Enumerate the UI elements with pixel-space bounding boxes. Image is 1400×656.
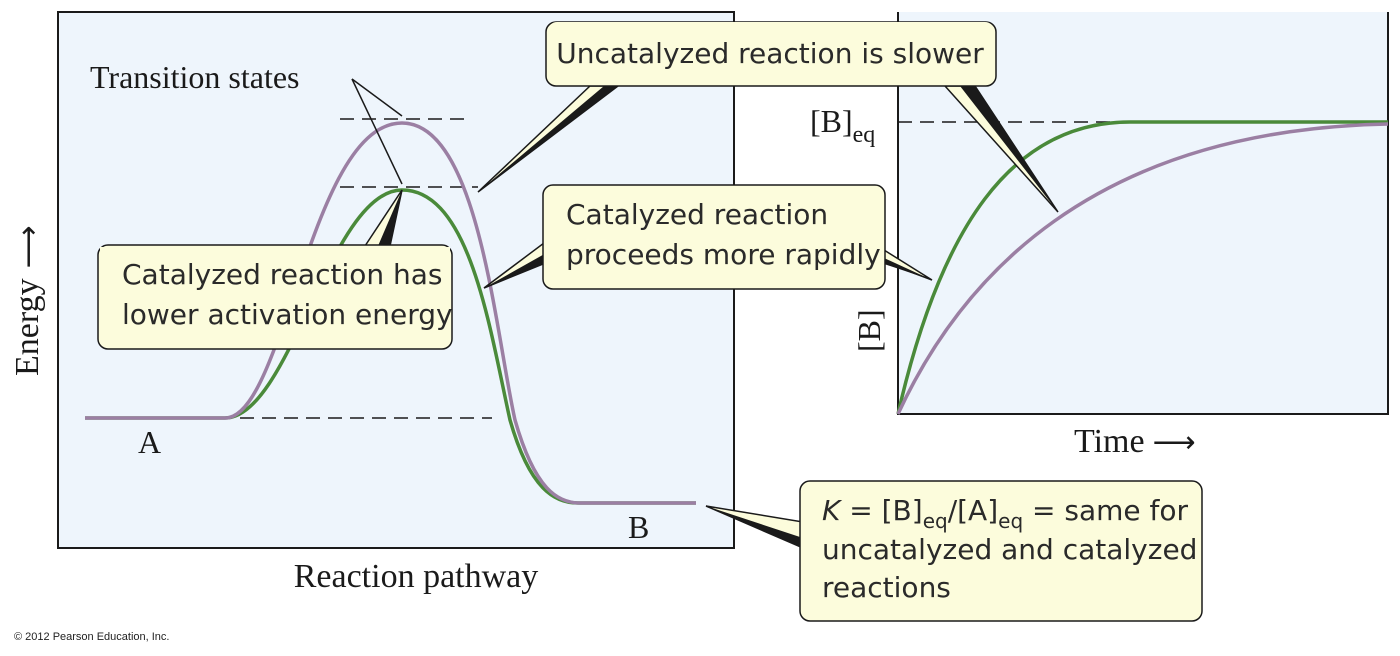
k-eq-sub1: eq <box>923 509 948 533</box>
k-eq-rest: = same for <box>1023 494 1188 527</box>
callout-catalyzed-rapid: Catalyzed reaction proceeds more rapidly <box>483 184 933 290</box>
b-eq-label: [B]eq <box>810 103 875 148</box>
callout-equilibrium-constant: K = [B]eq/[A]eq = same for uncatalyzed a… <box>705 480 1203 622</box>
k-eq-b: = [B] <box>840 494 922 527</box>
reactant-label-a: A <box>138 424 161 460</box>
time-axis-arrow: ⟶ <box>1153 425 1196 460</box>
k-eq-sub2: eq <box>998 509 1023 533</box>
b-axis-label-group: [B] <box>851 309 887 352</box>
callout-lower-activation: Catalyzed reaction has lower activation … <box>97 189 453 350</box>
energy-axis-label: Energy⟶ <box>9 225 46 376</box>
callout-catalyzed-rapid-line1: Catalyzed reaction <box>566 198 828 231</box>
transition-pointer-upper <box>351 78 403 117</box>
callout-uncatalyzed-slower-text: Uncatalyzed reaction is slower <box>556 37 984 70</box>
catalyzed-concentration-curve <box>896 120 1388 415</box>
time-axis-label: Time⟶ <box>1074 423 1196 460</box>
transition-pointer-lower <box>351 78 403 185</box>
callout-catalyzed-rapid-line2: proceeds more rapidly <box>566 238 881 271</box>
uncatalyzed-concentration-curve <box>896 122 1389 415</box>
reaction-pathway-axis-label: Reaction pathway <box>294 558 539 595</box>
callout-lower-activation-line2: lower activation energy <box>122 298 453 331</box>
k-eq-slash-a: /[A] <box>948 494 998 527</box>
callout-uncatalyzed-slower: Uncatalyzed reaction is slower <box>477 21 1059 213</box>
k-equation-line2: uncatalyzed and catalyzed <box>822 533 1197 566</box>
energy-axis-arrow: ⟶ <box>11 225 46 268</box>
k-equation-line3: reactions <box>822 571 951 604</box>
callout-lower-activation-line1: Catalyzed reaction has <box>122 258 443 291</box>
energy-axis-label-group: Energy⟶ <box>9 225 46 376</box>
k-equation-line1: K = [B]eq/[A]eq = same for <box>822 494 1189 533</box>
b-axis-label: [B] <box>851 309 887 352</box>
concentration-plot-frame <box>897 12 1389 415</box>
product-label-b: B <box>628 509 649 545</box>
transition-states-label: Transition states <box>90 59 300 95</box>
copyright-notice: © 2012 Pearson Education, Inc. <box>14 631 170 643</box>
k-symbol: K <box>822 494 843 527</box>
